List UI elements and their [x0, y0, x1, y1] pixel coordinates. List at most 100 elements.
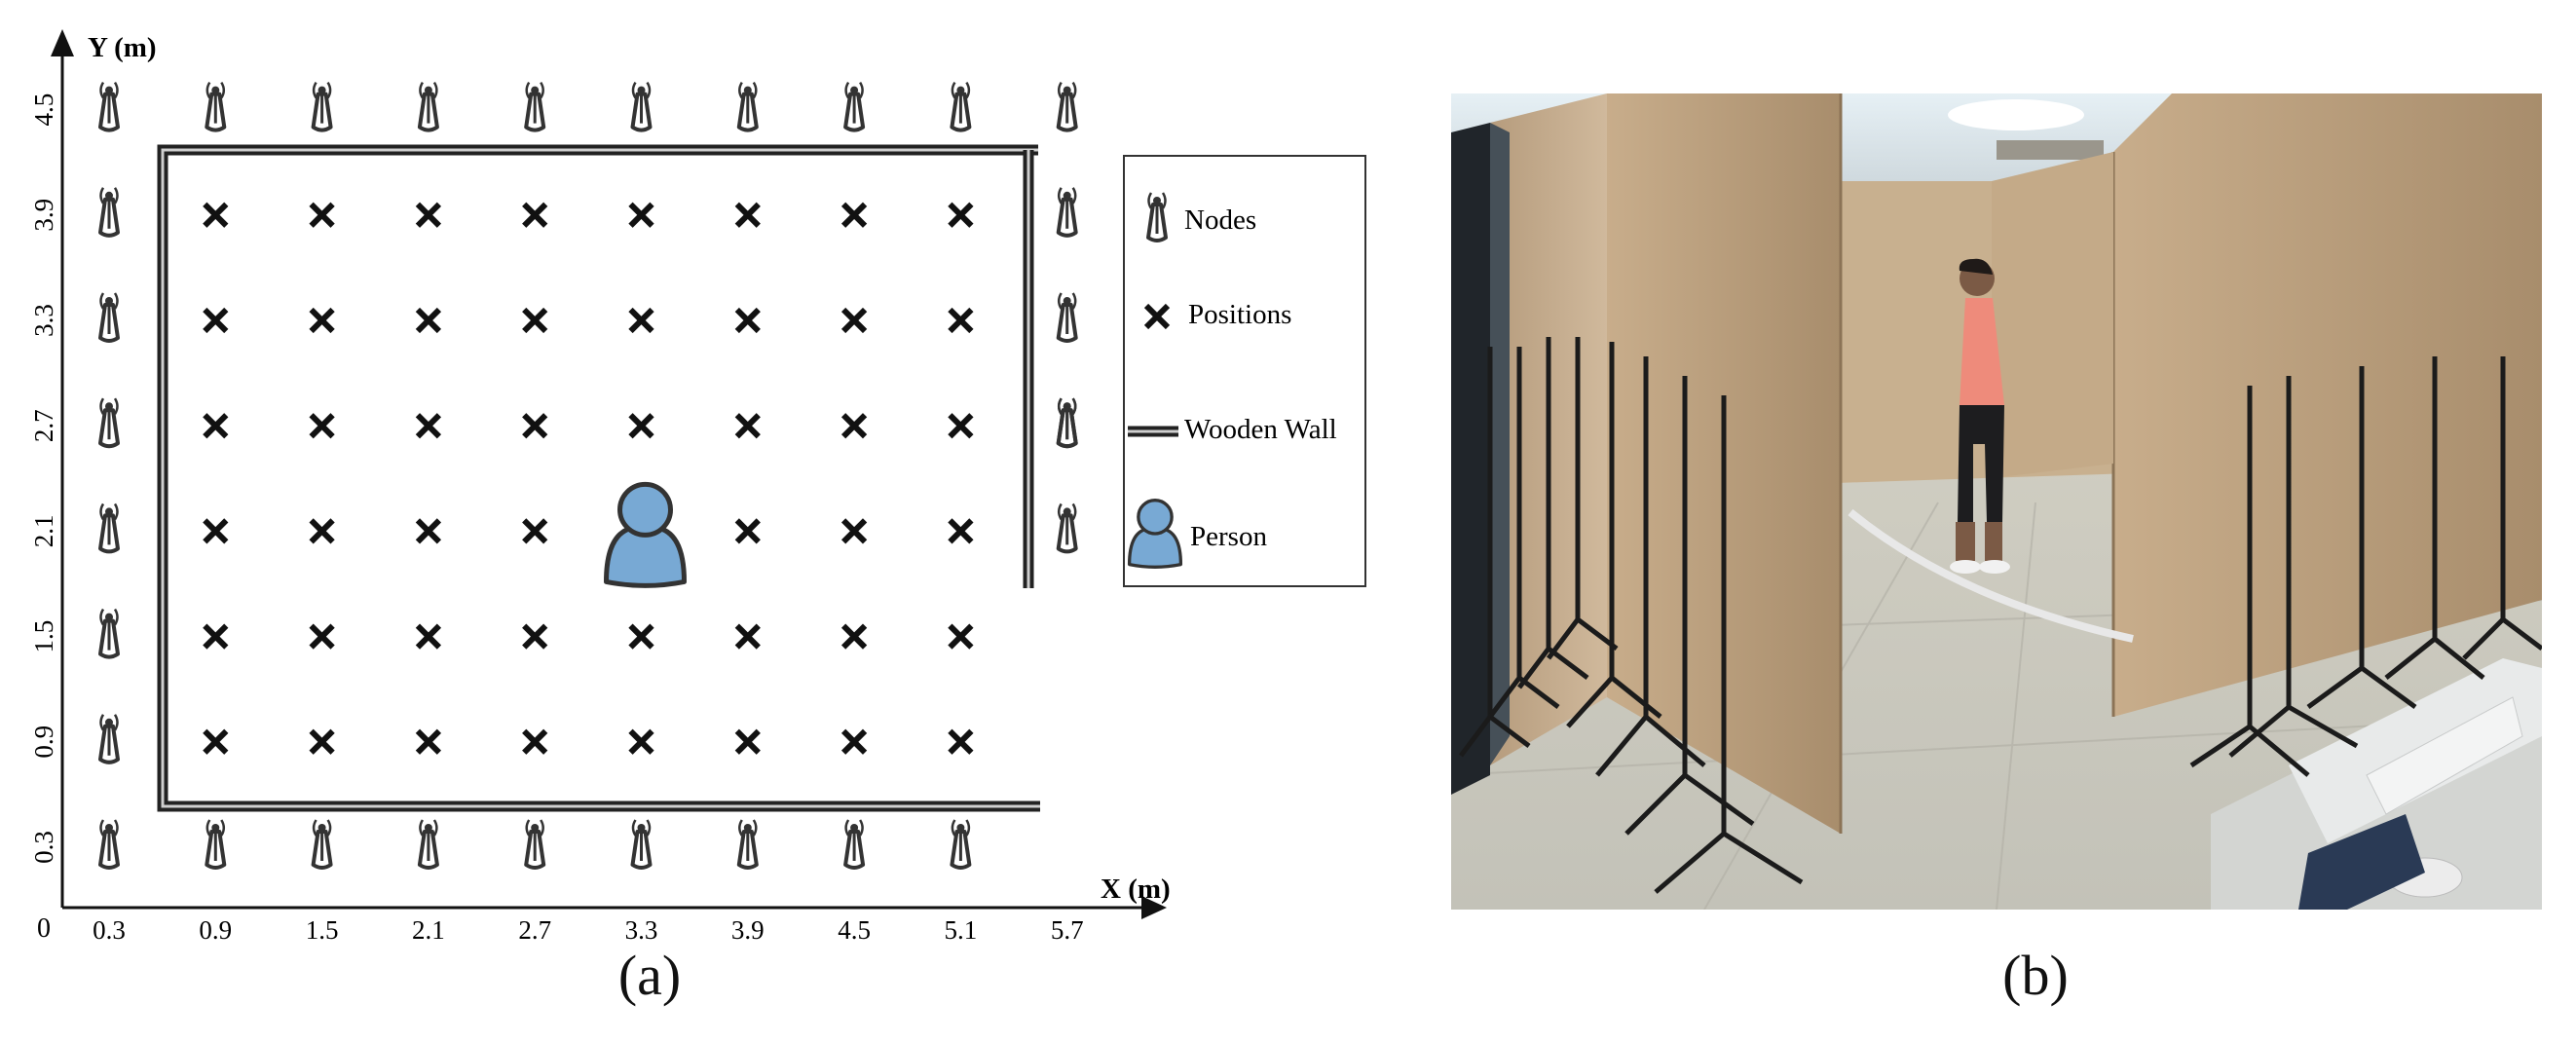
- x-tick-label: 5.7: [1051, 915, 1084, 945]
- node-icon: [843, 818, 866, 870]
- y-tick-label: 3.3: [29, 304, 58, 337]
- position-marker: [312, 520, 333, 541]
- node-icon: [98, 712, 120, 764]
- caption-b: (b): [2002, 944, 2069, 1007]
- node-icon: [205, 818, 227, 870]
- node-icon: [98, 80, 120, 132]
- x-tick-label: 0.9: [199, 915, 232, 945]
- legend: Nodes Positions Wooden Wall Person: [1123, 155, 1366, 587]
- x-tick-label: 5.1: [945, 915, 978, 945]
- position-marker: [524, 731, 545, 753]
- node-stands-left: [1459, 337, 1804, 894]
- y-axis-label: Y (m): [88, 32, 157, 63]
- wooden-wall: [157, 144, 1040, 812]
- position-marker: [843, 626, 865, 648]
- person-in-photo: [1950, 258, 2010, 574]
- node-icon: [417, 80, 439, 132]
- y-tick-label: 0.9: [29, 726, 58, 759]
- y-tick-label: 3.9: [29, 199, 58, 232]
- x-tick-label: 0.3: [93, 915, 126, 945]
- position-marker: [418, 626, 439, 648]
- node-icon: [736, 80, 759, 132]
- node-icon: [311, 818, 333, 870]
- x-tick-label: 3.9: [731, 915, 765, 945]
- y-tick-labels: 0.30.91.52.12.73.33.94.5: [29, 93, 58, 864]
- position-marker: [524, 205, 545, 226]
- legend-nodes-label: Nodes: [1184, 205, 1256, 236]
- person-layer: [607, 484, 685, 585]
- position-marker: [843, 205, 865, 226]
- node-icon: [98, 396, 120, 449]
- position-marker: [631, 310, 653, 331]
- position-marker: [524, 415, 545, 436]
- position-marker: [418, 415, 439, 436]
- node-icon: [98, 185, 120, 238]
- photo-of-test-room: [1451, 93, 2542, 910]
- position-marker: [418, 310, 439, 331]
- position-marker: [737, 626, 759, 648]
- position-marker: [312, 205, 333, 226]
- node-icon: [98, 818, 120, 870]
- node-icon: [1056, 185, 1078, 238]
- position-marker: [950, 731, 971, 753]
- position-marker: [312, 415, 333, 436]
- position-marker: [205, 205, 226, 226]
- position-marker: [843, 415, 865, 436]
- y-tick-label: 2.1: [29, 515, 58, 548]
- positions-layer: [205, 205, 971, 753]
- position-marker: [950, 520, 971, 541]
- x-tick-label: 3.3: [625, 915, 658, 945]
- position-marker: [950, 626, 971, 648]
- position-marker: [843, 310, 865, 331]
- node-stands-right: [2189, 356, 2542, 777]
- node-icon: [417, 818, 439, 870]
- position-marker: [737, 310, 759, 331]
- position-marker: [950, 205, 971, 226]
- position-marker: [205, 310, 226, 331]
- position-marker: [312, 310, 333, 331]
- node-icon: [98, 607, 120, 659]
- position-marker: [950, 415, 971, 436]
- node-icon: [1056, 80, 1078, 132]
- x-tick-label: 1.5: [306, 915, 339, 945]
- layout-diagram: X (m) Y (m) 0 0.3 0.9 1.5 2.1 2.7 3.3 3.9 4.5 5.…: [29, 29, 1366, 945]
- node-icon: [630, 80, 653, 132]
- position-marker: [418, 520, 439, 541]
- position-marker: [205, 415, 226, 436]
- position-marker: [418, 205, 439, 226]
- position-marker: [205, 520, 226, 541]
- node-icon: [205, 80, 227, 132]
- node-icon: [524, 80, 546, 132]
- legend-person-label: Person: [1190, 521, 1267, 552]
- node-icon: [630, 818, 653, 870]
- person-icon: [607, 484, 685, 585]
- y-axis: [51, 29, 74, 908]
- x-axis-label: X (m): [1101, 874, 1171, 905]
- x-tick-label: 4.5: [838, 915, 871, 945]
- y-tick-label: 4.5: [29, 93, 58, 127]
- caption-a: (a): [617, 944, 682, 1007]
- position-marker: [524, 310, 545, 331]
- node-icon: [843, 80, 866, 132]
- position-marker: [737, 415, 759, 436]
- node-icon: [311, 80, 333, 132]
- position-marker: [631, 626, 653, 648]
- position-marker: [312, 626, 333, 648]
- node-icon: [98, 291, 120, 343]
- position-marker: [205, 626, 226, 648]
- position-marker: [524, 520, 545, 541]
- position-marker: [205, 731, 226, 753]
- node-icon: [1056, 291, 1078, 343]
- node-icon: [950, 80, 972, 132]
- position-marker: [843, 520, 865, 541]
- node-icon: [1056, 502, 1078, 554]
- position-marker: [524, 626, 545, 648]
- origin-label: 0: [37, 913, 51, 944]
- y-tick-label: 2.7: [29, 409, 58, 442]
- position-marker: [631, 731, 653, 753]
- nodes-layer: [98, 80, 1078, 870]
- legend-positions-label: Positions: [1188, 299, 1291, 330]
- y-tick-label: 0.3: [29, 831, 58, 864]
- position-marker: [631, 205, 653, 226]
